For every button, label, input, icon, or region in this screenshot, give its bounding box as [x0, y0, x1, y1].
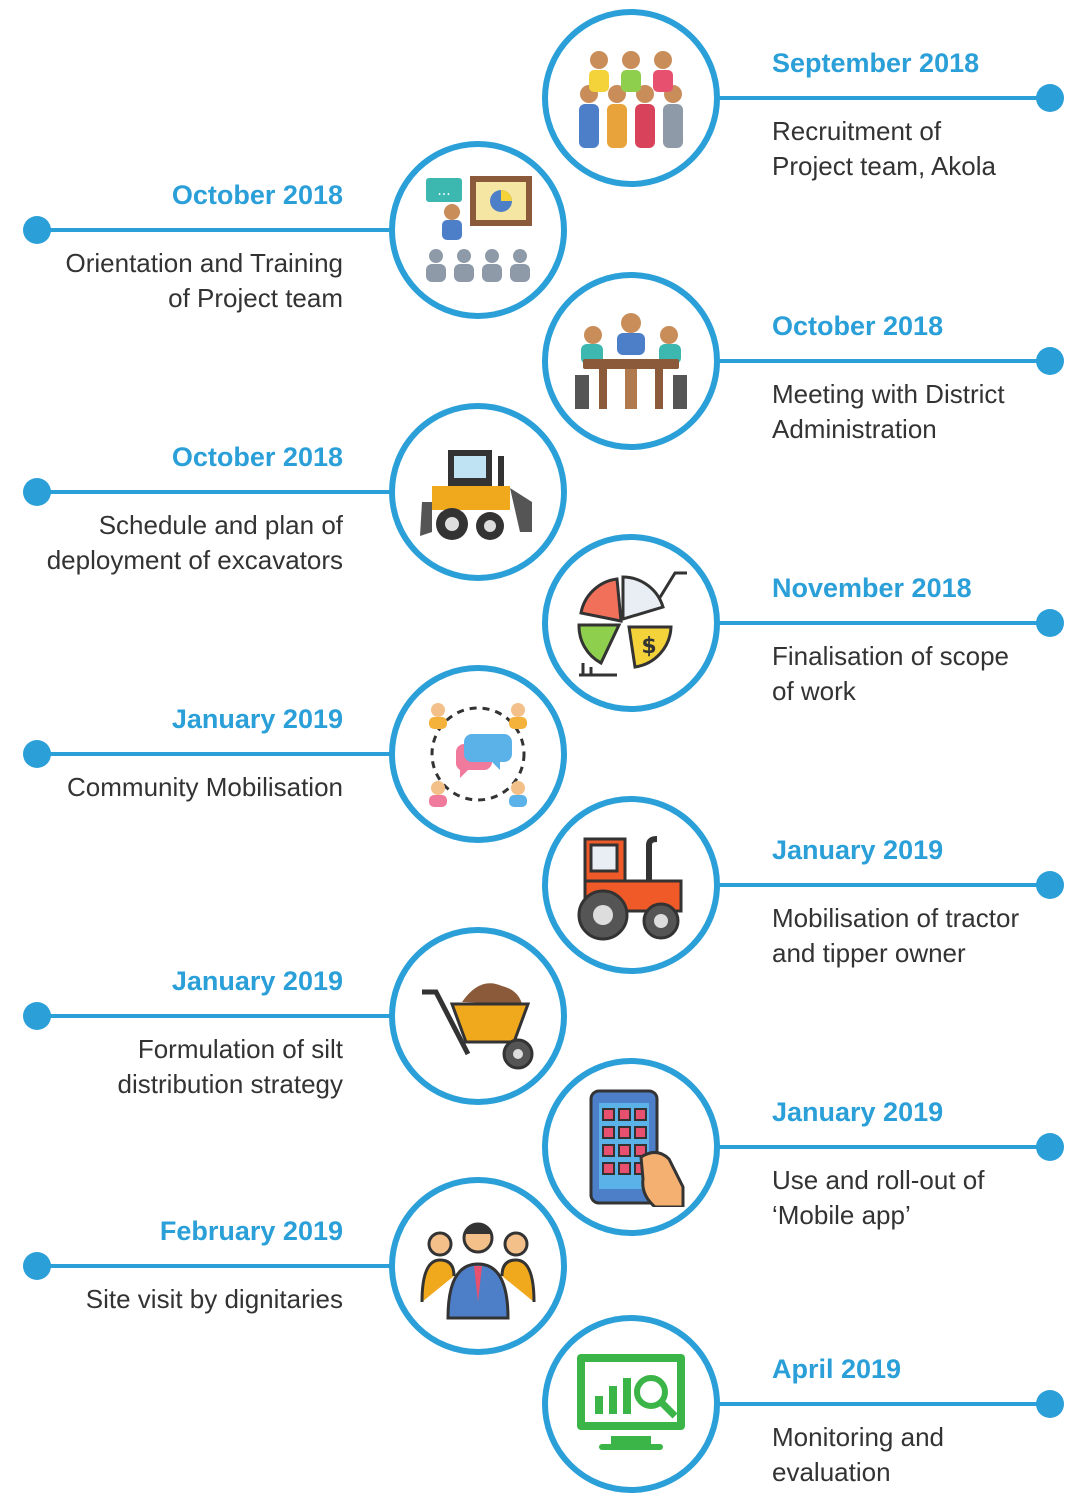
event-description: Orientation and Training of Project team [65, 248, 343, 313]
icon-circle: ... [389, 141, 567, 319]
icon-circle [389, 927, 567, 1105]
pie-chart-icon: $ [577, 571, 687, 677]
excavator-icon [420, 450, 532, 540]
icon-circle [389, 403, 567, 581]
event-description: Site visit by dignitaries [85, 1284, 343, 1314]
event-description: Use and roll-out of ‘Mobile app’ [772, 1165, 985, 1230]
connector-line [718, 1145, 1048, 1149]
event-date: April 2019 [772, 1354, 902, 1384]
timeline-dot [23, 478, 51, 506]
connector-line [718, 621, 1048, 625]
mobile-app-icon [589, 1089, 685, 1207]
svg-text:...: ... [437, 183, 450, 199]
icon-circle [542, 1058, 720, 1236]
event-description: Schedule and plan of deployment of excav… [46, 510, 343, 575]
timeline-dot [1036, 871, 1064, 899]
event-date: January 2019 [171, 704, 343, 734]
connector-line [36, 1014, 391, 1018]
event-description: Community Mobilisation [67, 772, 343, 802]
event-description: Formulation of silt distribution strateg… [117, 1034, 343, 1099]
timeline-dot [23, 1002, 51, 1030]
connector-line [36, 752, 391, 756]
meeting-table-icon [575, 313, 687, 409]
group-people-icon [579, 51, 683, 148]
timeline-dot [1036, 1133, 1064, 1161]
event-description: Meeting with District Administration [772, 379, 1005, 444]
icon-circle [389, 665, 567, 843]
event-date: October 2018 [171, 180, 343, 210]
event-date: September 2018 [772, 48, 980, 78]
event-date: February 2019 [159, 1216, 343, 1246]
icon-circle [542, 9, 720, 187]
connector-line [36, 1264, 391, 1268]
event-description: Finalisation of scope of work [772, 641, 1010, 706]
connector-line [718, 359, 1048, 363]
event-description: Monitoring and evaluation [772, 1422, 944, 1487]
timeline-dot [23, 216, 51, 244]
event-description: Recruitment of Project team, Akola [772, 116, 996, 181]
event-date: January 2019 [772, 835, 944, 865]
timeline-dot [1036, 84, 1064, 112]
icon-circle [542, 272, 720, 450]
timeline-dot [1036, 609, 1064, 637]
training-presentation-icon: ... [426, 176, 532, 282]
event-date: October 2018 [772, 311, 944, 341]
connector-line [36, 228, 391, 232]
timeline-dot [23, 1252, 51, 1280]
event-date: October 2018 [171, 442, 343, 472]
event-description: Mobilisation of tractor and tipper owner [772, 903, 1020, 968]
timeline-dot [1036, 1390, 1064, 1418]
event-date: January 2019 [171, 966, 343, 996]
community-chat-icon [429, 703, 527, 807]
dignitaries-icon [420, 1222, 536, 1320]
connector-line [718, 1402, 1048, 1406]
monitoring-screen-icon [577, 1354, 685, 1450]
svg-text:$: $ [641, 634, 656, 659]
timeline-dot [23, 740, 51, 768]
icon-circle [542, 796, 720, 974]
event-date: January 2019 [772, 1097, 944, 1127]
icon-circle [389, 1177, 567, 1355]
icon-circle [542, 1315, 720, 1493]
wheelbarrow-icon [422, 983, 534, 1070]
tractor-icon [577, 836, 683, 941]
icon-circle: $ [542, 534, 720, 712]
connector-line [36, 490, 391, 494]
connector-line [718, 883, 1048, 887]
event-date: November 2018 [772, 573, 972, 603]
connector-line [718, 96, 1048, 100]
timeline-dot [1036, 347, 1064, 375]
